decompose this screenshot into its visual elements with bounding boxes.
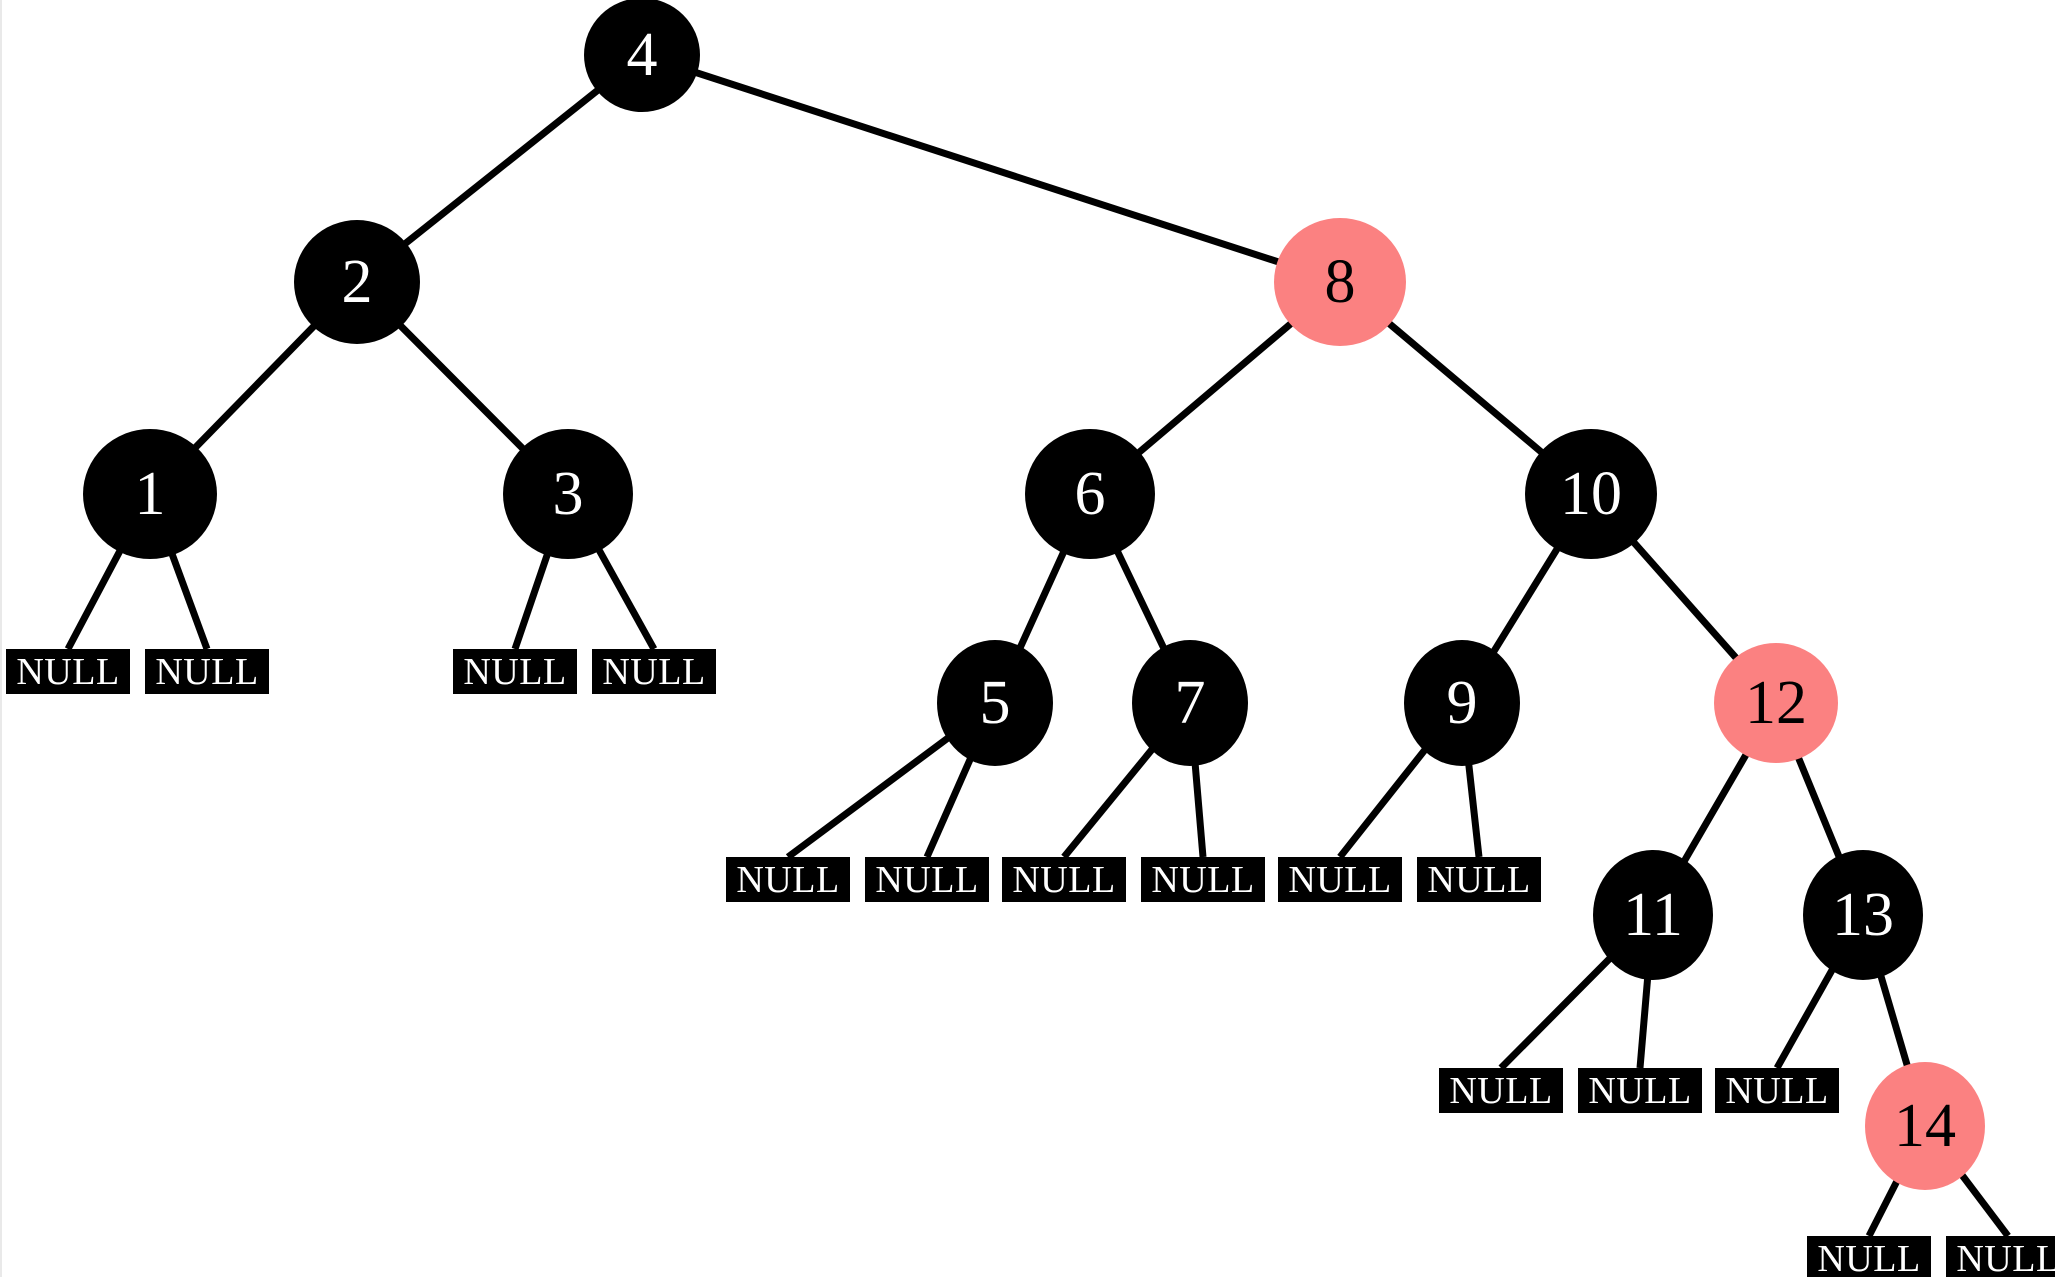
null-leaf: NULL — [145, 649, 269, 694]
null-leaf: NULL — [592, 649, 716, 694]
tree-node-8[interactable]: 8 — [1274, 218, 1406, 346]
tree-node-11[interactable]: 11 — [1593, 850, 1713, 980]
null-leaf: NULL — [1439, 1068, 1563, 1113]
tree-node-1[interactable]: 1 — [83, 429, 217, 559]
tree-node-12[interactable]: 12 — [1714, 643, 1838, 763]
tree-node-3[interactable]: 3 — [503, 429, 633, 559]
tree-node-2[interactable]: 2 — [294, 220, 420, 344]
null-leaf: NULL — [1715, 1068, 1839, 1113]
null-leaf: NULL — [453, 649, 577, 694]
tree-node-7[interactable]: 7 — [1132, 640, 1248, 766]
null-leaf: NULL — [726, 857, 850, 902]
tree-edge — [640, 51, 1342, 286]
null-leaf: NULL — [1807, 1236, 1931, 1277]
null-leaf: NULL — [6, 649, 130, 694]
null-leaf: NULL — [1278, 857, 1402, 902]
null-leaf: NULL — [1946, 1236, 2055, 1277]
null-leaf: NULL — [1002, 857, 1126, 902]
tree-node-9[interactable]: 9 — [1404, 640, 1520, 766]
tree-node-4[interactable]: 4 — [584, 0, 700, 112]
null-leaf: NULL — [1417, 857, 1541, 902]
tree-node-6[interactable]: 6 — [1025, 429, 1155, 559]
tree-node-5[interactable]: 5 — [937, 640, 1053, 766]
null-leaf: NULL — [865, 857, 989, 902]
tree-node-14[interactable]: 14 — [1865, 1062, 1985, 1190]
tree-node-10[interactable]: 10 — [1525, 429, 1657, 559]
tree-node-13[interactable]: 13 — [1803, 850, 1923, 980]
null-leaf: NULL — [1578, 1068, 1702, 1113]
null-leaf: NULL — [1141, 857, 1265, 902]
